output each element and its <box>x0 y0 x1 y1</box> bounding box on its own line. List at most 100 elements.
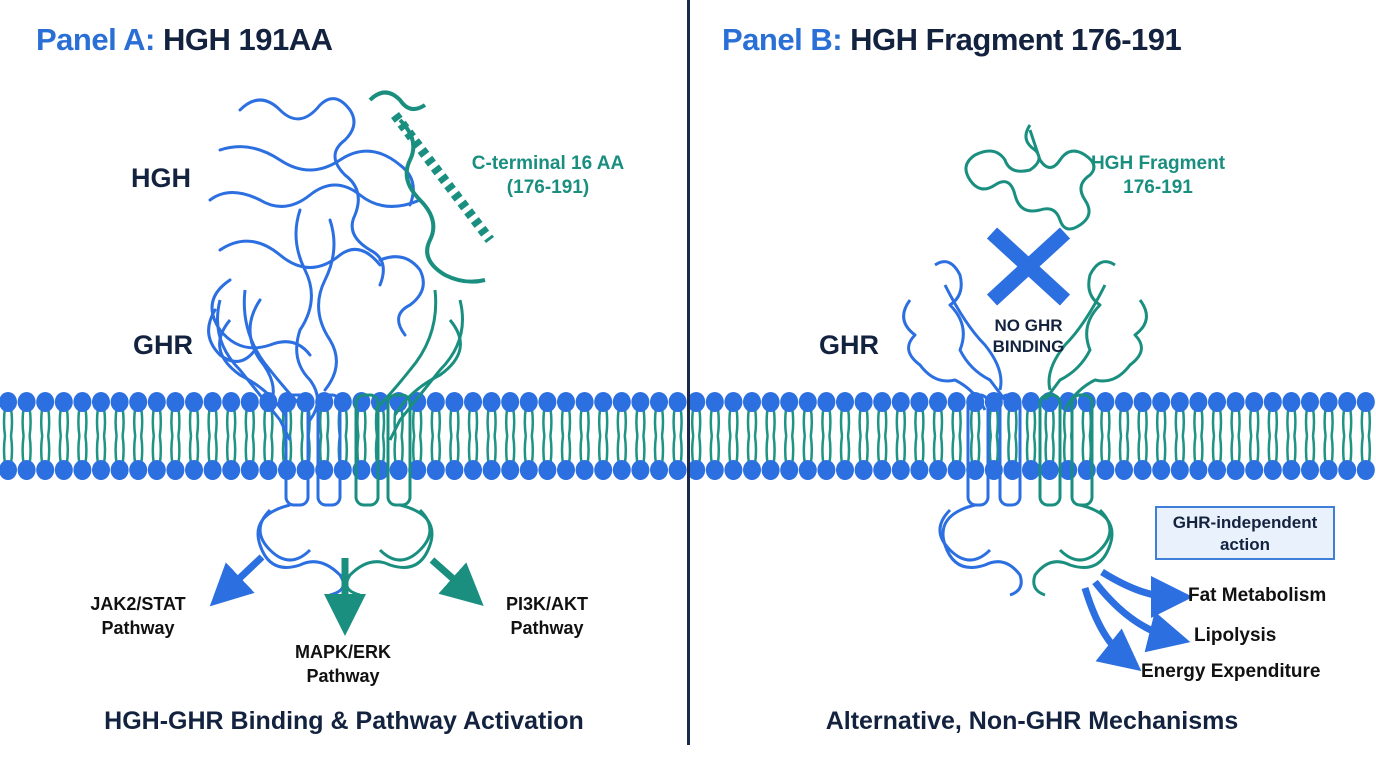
lipid-head <box>222 392 241 412</box>
hgh-label: HGH <box>131 163 191 193</box>
lipid-head <box>1115 392 1133 412</box>
lipid-tail <box>746 435 758 465</box>
lipid-head <box>1133 392 1152 412</box>
lipid-head <box>1170 392 1189 412</box>
lipid-tail <box>132 407 144 437</box>
lipid-head <box>73 460 92 480</box>
cterminal-label: C-terminal 16 AA (176-191) <box>468 152 628 200</box>
lipid-head <box>445 460 464 480</box>
lipid-tail <box>244 407 256 437</box>
lipid-tail <box>542 407 553 437</box>
lipid-head <box>1245 392 1264 412</box>
lipid-tail <box>635 435 646 465</box>
lipid-head <box>631 460 650 480</box>
lipid-head <box>1059 460 1078 480</box>
pathway-name: MAPK/ERK <box>294 642 391 662</box>
lipid-head <box>129 460 148 480</box>
lipid-head <box>705 460 724 480</box>
lipid-tail <box>802 407 814 437</box>
lipid-tail <box>672 435 683 465</box>
lipid-tail <box>1267 435 1279 465</box>
lipid-head <box>464 392 482 412</box>
lipid-head <box>1245 460 1264 480</box>
pathway-name: JAK2/STAT <box>90 594 186 614</box>
lipid-tail <box>728 435 739 465</box>
lipid-head <box>1022 392 1040 412</box>
lipid-tail <box>597 435 609 465</box>
lipid-head <box>1096 392 1115 412</box>
lipid-tail <box>951 435 962 465</box>
lipid-head <box>519 460 538 480</box>
ghr-independent-box: GHR-independent action <box>1155 506 1335 560</box>
pathway-mapk-erk: MAPK/ERK Pathway <box>283 640 403 688</box>
ghr-label-b: GHR <box>819 330 879 360</box>
panel-divider <box>687 0 690 745</box>
lipid-tail <box>356 435 367 465</box>
lipid-head <box>1022 460 1040 480</box>
lipid-head <box>854 392 873 412</box>
lipid-tail <box>188 435 200 465</box>
lipid-tail <box>1230 407 1241 437</box>
lipid-head <box>1170 460 1189 480</box>
lipid-tail <box>95 407 107 437</box>
lipid-tail <box>858 435 869 465</box>
lipid-head <box>166 460 185 480</box>
lipid-head <box>36 392 55 412</box>
cterminal-label-line1: C-terminal 16 AA <box>471 153 625 174</box>
lipid-head <box>891 460 910 480</box>
box-line1: GHR-independent <box>1172 513 1318 532</box>
lipid-tail <box>1155 435 1167 465</box>
lipid-tail <box>486 435 497 465</box>
lipid-head <box>1319 460 1338 480</box>
lipid-tail <box>988 435 1000 465</box>
lipid-tail <box>39 435 51 465</box>
lipid-head <box>166 392 185 412</box>
lipid-tail <box>653 435 665 465</box>
lipid-tail <box>207 435 218 465</box>
lipid-head <box>92 460 110 480</box>
lipid-head <box>557 460 575 480</box>
lipid-head <box>1356 460 1375 480</box>
lipid-tail <box>1155 407 1167 437</box>
lipid-head <box>668 460 687 480</box>
lipid-tail <box>2 407 14 437</box>
lipid-head <box>929 460 947 480</box>
lipid-tail <box>1304 435 1316 465</box>
lipid-tail <box>151 435 163 465</box>
lipid-tail <box>876 435 888 465</box>
lipid-head <box>1115 460 1133 480</box>
lipid-tail <box>1304 407 1316 437</box>
lipid-tail <box>1230 435 1241 465</box>
lipid-tail <box>132 435 144 465</box>
lipid-tail <box>1248 435 1260 465</box>
pathway-sub: Pathway <box>306 666 380 686</box>
lipid-tail <box>839 407 851 437</box>
effect-lipolysis: Lipolysis <box>1194 625 1277 646</box>
lipid-head <box>92 392 110 412</box>
lipid-head <box>743 392 761 412</box>
lipid-head <box>445 392 464 412</box>
lipid-head <box>240 392 259 412</box>
lipid-tail <box>430 407 442 437</box>
lipid-head <box>1152 460 1171 480</box>
lipid-tail <box>969 407 981 437</box>
lipid-head <box>203 460 222 480</box>
lipid-head <box>1040 460 1059 480</box>
lipid-tail <box>728 407 739 437</box>
fragment-label: HGH Fragment 176-191 <box>1083 152 1233 200</box>
lipid-head <box>1226 460 1245 480</box>
lipid-tail <box>616 407 628 437</box>
lipid-head <box>780 392 799 412</box>
arrow-pi3k-akt <box>429 557 484 606</box>
lipid-tail <box>356 407 367 437</box>
lipid-head <box>1208 392 1226 412</box>
lipid-head <box>1263 392 1282 412</box>
ghr-label-a: GHR <box>133 330 193 360</box>
lipid-tail <box>263 435 274 465</box>
arrow-energy-expenditure <box>1081 586 1142 672</box>
lipid-head <box>1133 460 1152 480</box>
pathway-sub: Pathway <box>510 618 584 638</box>
lipid-tail <box>39 407 51 437</box>
lipid-tail <box>2 435 14 465</box>
lipid-head <box>0 460 17 480</box>
